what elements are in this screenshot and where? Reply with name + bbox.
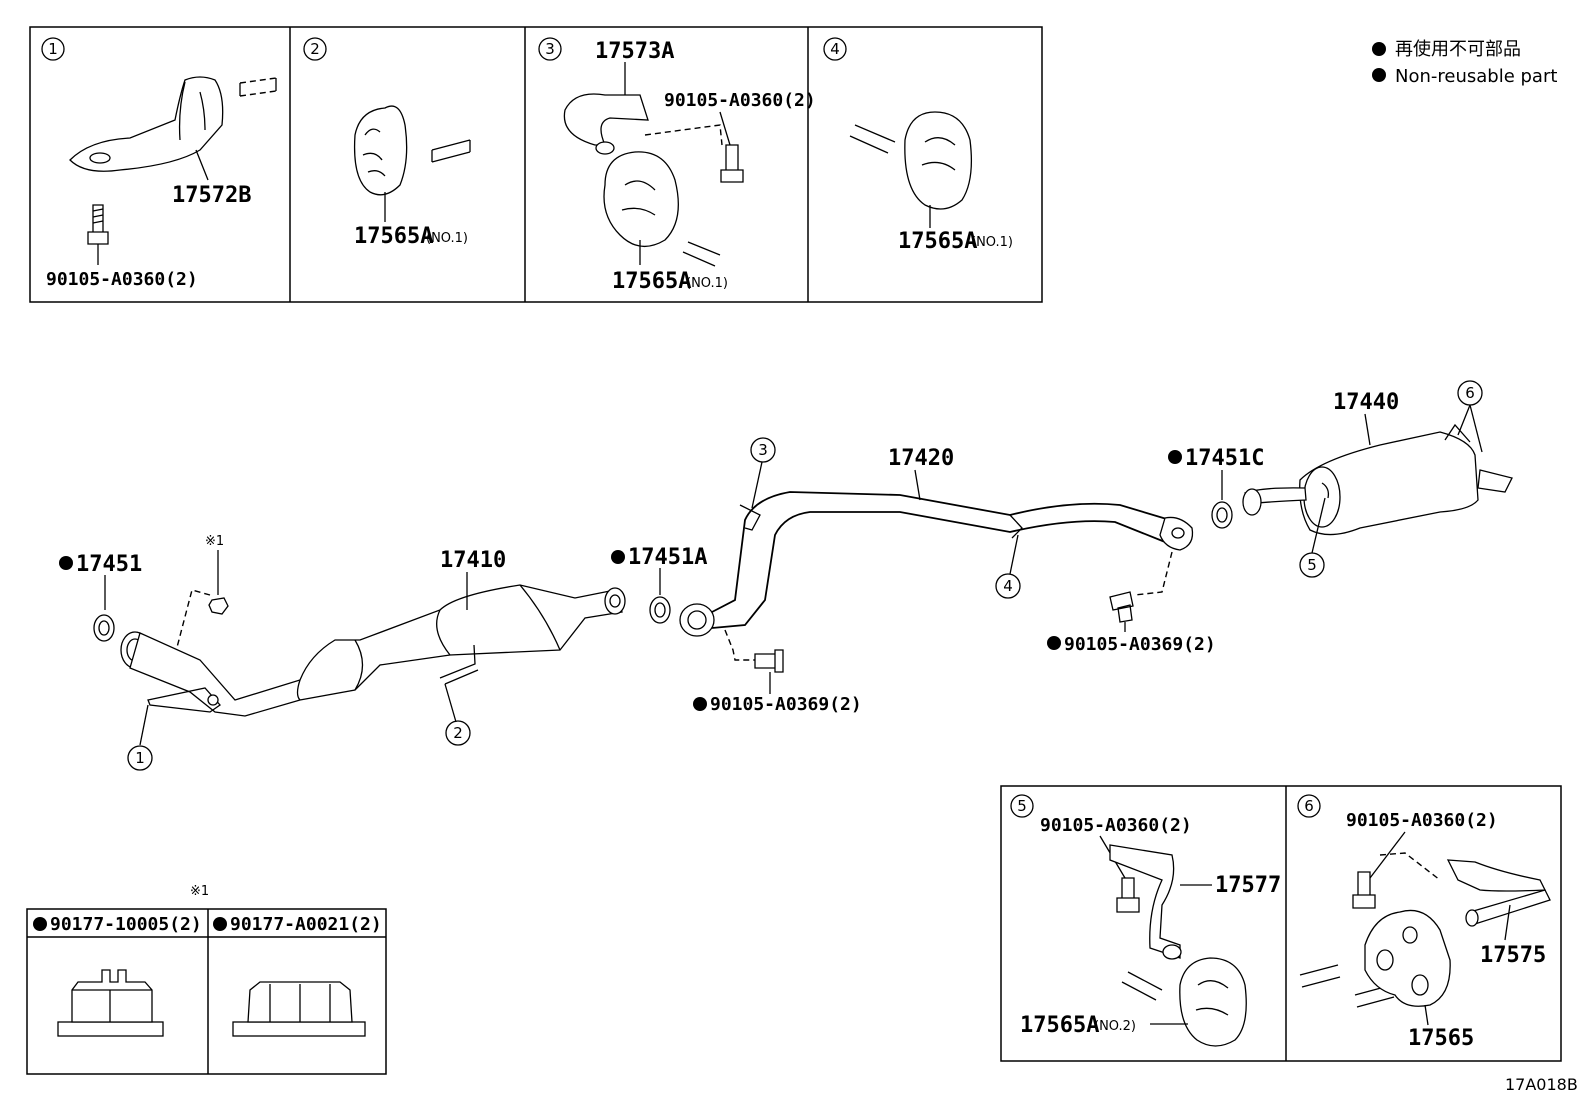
non-reusable-dot-icon: [1372, 68, 1386, 82]
label-bolt-d1: 90105-A0360(2): [46, 269, 198, 290]
label-17451c: 17451C: [1185, 446, 1264, 471]
label-bolt-center: 90105-A0369(2): [710, 694, 862, 715]
label-nut-right: 90177-A0021(2): [230, 914, 382, 935]
detail-number: 5: [1017, 797, 1027, 815]
label-no1: (NO.1): [686, 276, 728, 291]
label-nut-left: 90177-10005(2): [50, 914, 202, 935]
main-assembly: 17451 ※1 17410 1 2 17451A: [59, 380, 1513, 771]
label-no1: (NO.1): [426, 231, 468, 246]
bottom-detail-frame: [1000, 785, 1562, 1062]
label-17575: 17575: [1480, 943, 1546, 968]
bolt-icon: [1116, 877, 1140, 913]
legend: 再使用不可部品 Non-reusable part: [1372, 39, 1557, 87]
non-reusable-dot-icon: [1168, 450, 1182, 464]
label-17451: 17451: [76, 552, 142, 577]
detail-number: 1: [48, 40, 58, 58]
label-no2: (NO.2): [1094, 1019, 1136, 1034]
callout-6: 6: [1465, 384, 1475, 402]
label-17565a: 17565A: [1020, 1013, 1099, 1038]
bracket-17573a-shape: [563, 93, 649, 146]
callout-4: 4: [1003, 577, 1013, 595]
castle-nut-icon: [57, 969, 164, 1037]
non-reusable-dot-icon: [33, 917, 47, 931]
center-pipe-flange: [679, 603, 715, 637]
label-17440: 17440: [1333, 390, 1399, 415]
label-bolt-d5: 90105-A0360(2): [1040, 815, 1192, 836]
label-17420: 17420: [888, 446, 954, 471]
detail-5: 5 90105-A0360(2) 17577 17565A (NO.2): [1010, 794, 1281, 1047]
nut-table-ref-mark: ※1: [190, 884, 209, 899]
callout-3: 3: [758, 441, 768, 459]
detail-number: 2: [310, 40, 320, 58]
label-no1: (NO.1): [971, 235, 1013, 250]
callout-2: 2: [453, 724, 463, 742]
top-detail-frame: [29, 26, 1043, 303]
label-17451a: 17451A: [628, 545, 707, 570]
hanger-shape: [603, 151, 679, 247]
front-bracket-shape: [147, 687, 221, 713]
label-17565a: 17565A: [354, 224, 433, 249]
label-17577: 17577: [1215, 873, 1281, 898]
bottom-detail-boxes: [1000, 785, 1562, 1062]
top-detail-boxes: [29, 26, 1043, 303]
flange-nut-icon: [232, 981, 366, 1037]
detail-3: 3 17573A 90105-A0360(2) 17565A (NO.1): [538, 37, 816, 294]
legend-jp: 再使用不可部品: [1395, 39, 1521, 60]
detail-number: 4: [830, 40, 840, 58]
detail-number-circle: [41, 37, 65, 61]
detail-4: 4 17565A (NO.1): [823, 37, 1013, 254]
label-17573a: 17573A: [595, 39, 674, 64]
hanger-17565a-shape: [353, 105, 408, 196]
non-reusable-dot-icon: [59, 556, 73, 570]
non-reusable-dot-icon: [1047, 636, 1061, 650]
bolt-icon: [754, 649, 784, 673]
detail-6: 6 90105-A0360(2) 17575 17565: [1297, 794, 1551, 1051]
detail-2: 2 17565A (NO.1): [303, 37, 471, 249]
nut-icon: [208, 597, 229, 615]
hanger-17565-shape: [1364, 909, 1451, 1007]
non-reusable-dot-icon: [693, 697, 707, 711]
gasket-17451c-shape: [1211, 501, 1233, 529]
non-reusable-dot-icon: [1372, 42, 1386, 56]
bracket-17575-shape: [1446, 859, 1547, 892]
label-17565: 17565: [1408, 1026, 1474, 1051]
figure-id: 17A018B: [1505, 1075, 1578, 1094]
label-bolt-d3: 90105-A0360(2): [664, 90, 816, 111]
nut-table: ※1 90177-10005(2) 90177-A0021(2): [26, 884, 387, 1075]
nut-table-frame: [26, 908, 387, 1075]
detail-number: 3: [545, 40, 555, 58]
bolt-icon: [1352, 871, 1376, 909]
label-17572b: 17572B: [172, 183, 251, 208]
gasket-17451a-shape: [649, 596, 671, 624]
label-17410: 17410: [440, 548, 506, 573]
detail-1: 1 17572B 90105-A0360(2): [41, 37, 277, 290]
hanger-shape: [904, 111, 973, 210]
gasket-17451-shape: [93, 614, 115, 642]
front-pipe-17410-shape: [129, 584, 623, 717]
legend-en: Non-reusable part: [1395, 66, 1557, 87]
muffler-17440-shape: [1299, 431, 1479, 536]
ref-mark: ※1: [205, 534, 224, 549]
label-bolt-d6: 90105-A0360(2): [1346, 810, 1498, 831]
label-17565a: 17565A: [898, 229, 977, 254]
bracket-17572b-shape: [69, 76, 224, 172]
non-reusable-dot-icon: [213, 917, 227, 931]
bolt-icon: [1109, 591, 1134, 623]
bolt-icon: [87, 204, 109, 245]
bolt-icon: [720, 144, 744, 183]
hanger-shape: [1179, 957, 1247, 1047]
callout-5: 5: [1307, 556, 1317, 574]
label-bolt-rear: 90105-A0369(2): [1064, 634, 1216, 655]
bracket-17577-shape: [1109, 844, 1181, 959]
label-17565a: 17565A: [612, 269, 691, 294]
callout-1: 1: [135, 749, 145, 767]
non-reusable-dot-icon: [611, 550, 625, 564]
detail-number: 6: [1304, 797, 1314, 815]
